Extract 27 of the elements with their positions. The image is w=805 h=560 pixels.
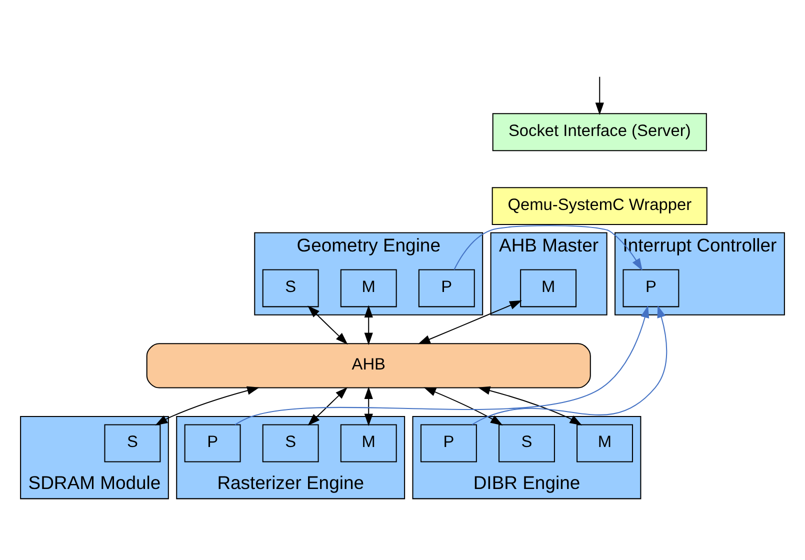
arrow [478, 386, 582, 425]
node-box: S [104, 424, 161, 462]
arrow [155, 386, 260, 425]
arrow [424, 386, 503, 425]
arrow [595, 76, 604, 114]
arrow [472, 304, 668, 424]
node-box: M [340, 424, 397, 462]
node-box: S [498, 424, 555, 462]
node-box: S [262, 268, 319, 307]
node-box: M [340, 268, 397, 307]
arrow [418, 300, 522, 344]
node-box: Socket Interface (Server) [492, 112, 707, 151]
node-box: P [420, 424, 477, 462]
node-box: S [262, 424, 319, 462]
node-box: Qemu-SystemC Wrapper [492, 186, 708, 225]
arrow [364, 304, 373, 345]
node-box: M [576, 424, 633, 462]
arrow [454, 224, 642, 270]
arrow [234, 304, 650, 425]
node-box: M [520, 268, 577, 307]
node-box: P [184, 424, 241, 462]
node-box: P [418, 268, 475, 307]
arrow [308, 305, 348, 344]
node-box: AHB [146, 342, 591, 388]
arrow [364, 386, 373, 426]
node-box: P [622, 268, 680, 307]
arrow [308, 386, 348, 426]
